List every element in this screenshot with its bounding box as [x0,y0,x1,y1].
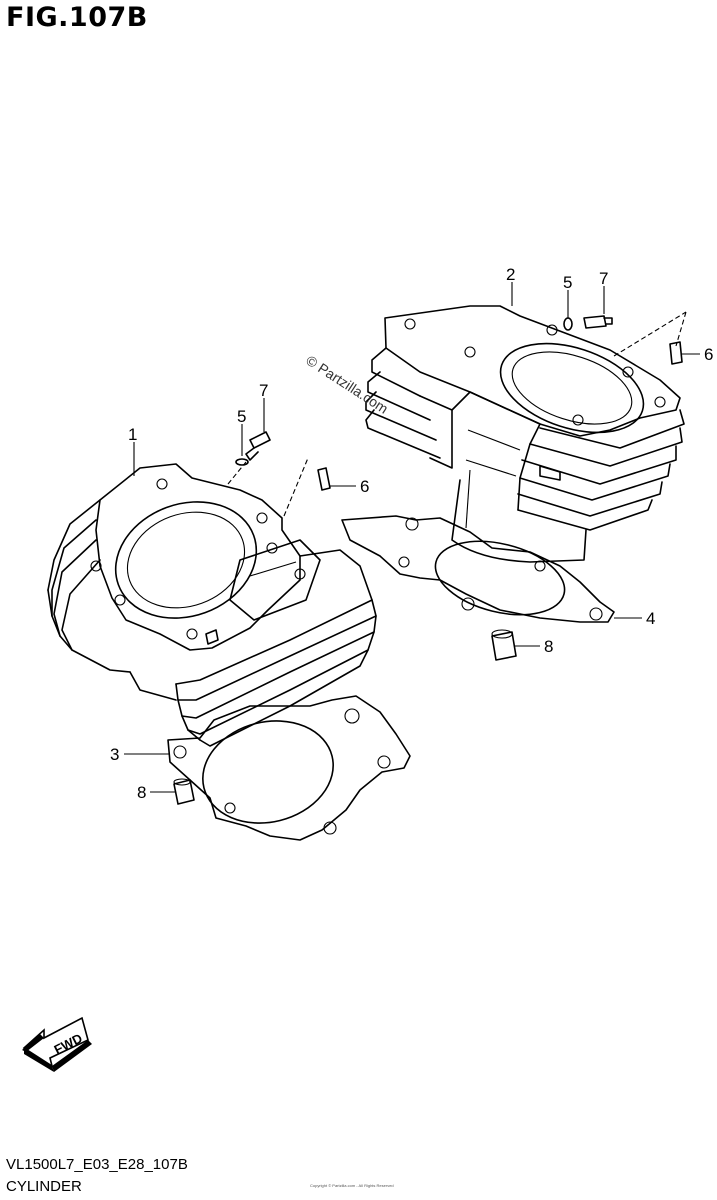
figure-title: FIG.107B [6,2,148,33]
callout-5-front: 5 [237,407,246,426]
callout-7-rear: 7 [599,269,608,288]
callout-1: 1 [128,425,137,444]
callout-5-rear: 5 [563,273,572,292]
washer-rear[interactable] [563,317,573,331]
washer-front[interactable] [235,458,249,466]
fine-print: Copyright © Partzilla.com - All Rights R… [310,1183,394,1188]
callout-6-front: 6 [360,477,369,496]
stud-bolt-rear[interactable] [583,315,613,329]
callout-8-front: 8 [137,783,146,802]
callout-3: 3 [110,745,119,764]
pin-6-front[interactable] [317,467,331,491]
figure-code: VL1500L7_E03_E28_107B [6,1156,188,1173]
dowel-pin-rear[interactable] [491,629,517,661]
front-cylinder-gasket[interactable] [167,695,411,841]
callout-8-rear: 8 [544,637,553,656]
dowel-pin-front[interactable] [173,778,195,805]
front-cylinder[interactable] [47,463,377,747]
callout-4: 4 [646,609,655,628]
rear-cylinder[interactable] [365,305,685,563]
callout-2: 2 [506,265,515,284]
figure-name: CYLINDER [6,1178,82,1195]
fwd-arrow-icon: FWD [22,1016,92,1072]
rear-cylinder-gasket[interactable] [341,515,615,627]
stud-bolt-front[interactable] [245,431,271,461]
callout-7-front: 7 [259,381,268,400]
callout-6-rear: 6 [704,345,713,364]
